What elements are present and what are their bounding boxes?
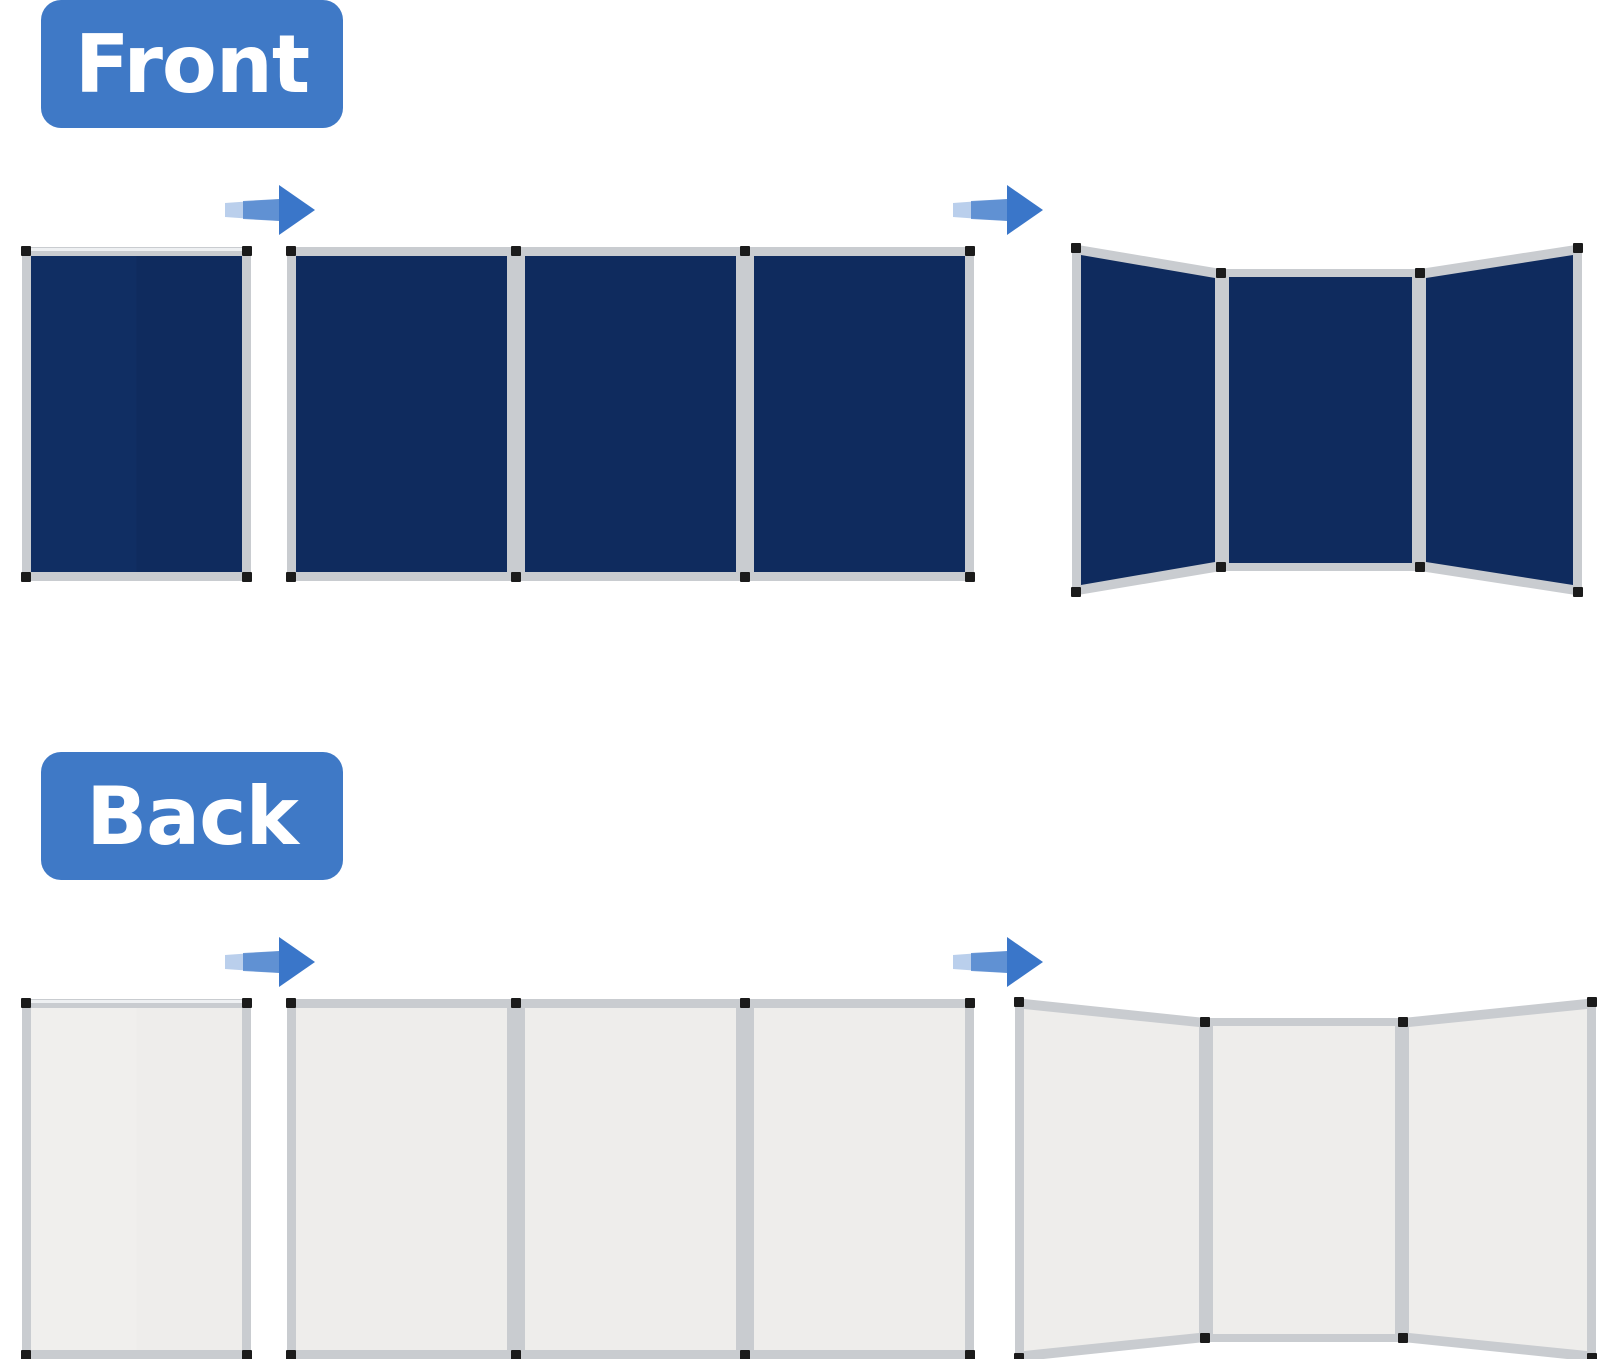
back-open-board-panel-3 — [754, 1008, 965, 1350]
right-arrow-icon — [225, 937, 315, 987]
front-label-badge: Front — [41, 0, 343, 128]
back-section: Back — [0, 752, 1600, 1359]
back-folded-board — [21, 998, 252, 1359]
front-scene — [21, 185, 1583, 597]
front-section: Front — [21, 0, 1583, 597]
back-label-badge: Back — [41, 752, 343, 880]
back-standing-board — [1014, 997, 1597, 1359]
front-label: Front — [74, 17, 310, 111]
back-open-board-panel-1 — [296, 1008, 507, 1350]
back-scene — [21, 937, 1597, 1359]
front-open-board-panel-3 — [754, 256, 965, 572]
front-folded-board — [21, 246, 252, 582]
front-open-board — [286, 246, 975, 582]
right-arrow-icon — [225, 185, 315, 235]
front-open-board-panel-1 — [296, 256, 507, 572]
right-arrow-icon — [953, 937, 1043, 987]
back-open-board — [286, 998, 975, 1359]
front-open-board-panel-2 — [525, 256, 736, 572]
back-open-board-panel-2 — [525, 1008, 736, 1350]
right-arrow-icon — [953, 185, 1043, 235]
front-standing-board — [1071, 243, 1583, 597]
back-label: Back — [86, 769, 299, 863]
